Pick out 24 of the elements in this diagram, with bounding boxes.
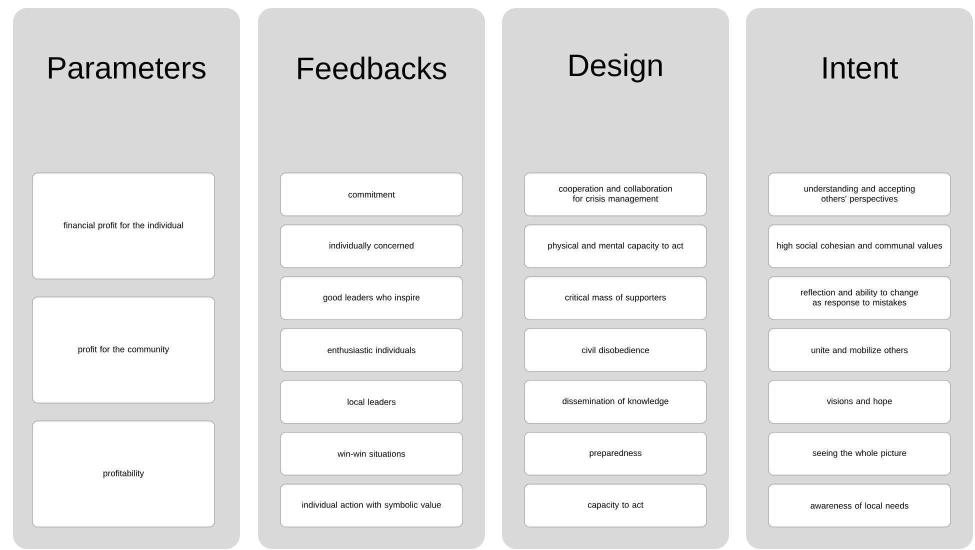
item-box: awareness of local needs	[768, 484, 951, 528]
item-box: dissemination of knowledge	[524, 380, 707, 424]
item-box: visions and hope	[768, 380, 951, 424]
item-box: physical and mental capacity to act	[524, 224, 707, 268]
item-box: good leaders who inspire	[280, 276, 463, 320]
item-box: commitment	[280, 172, 463, 216]
item-box: preparedness	[524, 432, 707, 476]
item-box: cooperation and collaboration for crisis management	[524, 172, 707, 216]
item-box: civil disobedience	[524, 328, 707, 372]
item-box: local leaders	[280, 380, 463, 424]
item-box: reflection and ability to change as response to mistakes	[768, 276, 951, 320]
item-box: enthusiastic individuals	[280, 328, 463, 372]
item-box: profit for the community	[32, 296, 215, 404]
item-box: unite and mobilize others	[768, 328, 951, 372]
item-box: capacity to act	[524, 484, 707, 528]
item-box: seeing the whole picture	[768, 432, 951, 476]
item-box: profitability	[32, 420, 215, 528]
item-box: individual action with symbolic value	[280, 484, 463, 528]
item-box: high social cohesian and communal values	[768, 224, 951, 268]
item-box: understanding and accepting others' perspectives	[768, 172, 951, 216]
item-box: individually concerned	[280, 224, 463, 268]
item-box: critical mass of supporters	[524, 276, 707, 320]
item-box: financial profit for the individual	[32, 172, 215, 280]
item-box: win-win situations	[280, 432, 463, 476]
